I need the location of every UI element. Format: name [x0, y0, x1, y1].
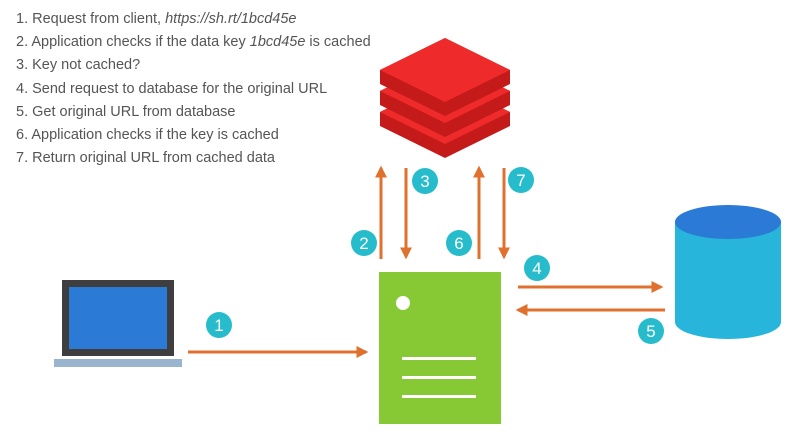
step-text: Application checks if the data key: [31, 34, 250, 51]
database-icon: [675, 205, 781, 339]
step-text: Return original URL from cached data: [32, 150, 275, 167]
step-text: Application checks if the key is cached: [31, 126, 279, 143]
cache-layer-top: [380, 38, 510, 116]
database-top: [675, 205, 781, 239]
badge-2: 2: [351, 230, 377, 256]
step-text: Key not cached?: [32, 57, 141, 74]
badge-6: 6: [446, 230, 472, 256]
badge-label: 7: [516, 171, 525, 190]
step-text: Request from client,: [32, 11, 166, 27]
step-url: https://sh.rt/1bcd45e: [165, 11, 297, 27]
flow-arrows: [188, 165, 665, 358]
badge-label: 5: [646, 322, 655, 341]
badge-4: 4: [524, 255, 550, 281]
step-number: 6.: [16, 126, 29, 143]
laptop-base: [54, 359, 182, 367]
step-2: 2. Application checks if the data key 1b…: [16, 31, 371, 54]
step-7: 7. Return original URL from cached data: [16, 147, 371, 170]
step-number: 4.: [16, 80, 29, 97]
step-number: 5.: [16, 103, 29, 120]
badge-1: 1: [206, 312, 232, 338]
badge-label: 3: [420, 172, 429, 191]
step-number: 2.: [16, 34, 29, 51]
badge-label: 6: [454, 234, 463, 253]
laptop-icon: [54, 280, 182, 367]
steps-list: 1. Request from client, https://sh.rt/1b…: [16, 8, 371, 170]
badge-5: 5: [638, 318, 664, 344]
step-3: 3. Key not cached?: [16, 54, 371, 77]
step-number: 7.: [16, 150, 29, 167]
step-number: 1.: [16, 11, 29, 27]
server-line: [402, 376, 476, 379]
step-key: 1bcd45e: [249, 34, 306, 51]
server-line: [402, 395, 476, 398]
server-line: [402, 357, 476, 360]
server-body: [379, 272, 501, 424]
badge-label: 4: [532, 259, 541, 278]
badge-label: 2: [359, 234, 368, 253]
laptop-screen: [69, 287, 167, 349]
badge-3: 3: [412, 168, 438, 194]
badge-label: 1: [214, 316, 223, 335]
server-icon: [379, 272, 501, 424]
server-light: [396, 296, 410, 310]
step-4: 4. Send request to database for the orig…: [16, 78, 371, 101]
redis-cache-icon: [380, 38, 510, 158]
step-1: 1. Request from client, https://sh.rt/1b…: [16, 8, 371, 31]
step-text: Get original URL from database: [32, 103, 236, 120]
step-text-tail: is cached: [305, 34, 371, 51]
step-5: 5. Get original URL from database: [16, 101, 371, 124]
step-number: 3.: [16, 57, 29, 74]
database-body: [675, 222, 781, 339]
badge-7: 7: [508, 167, 534, 193]
step-6: 6. Application checks if the key is cach…: [16, 124, 371, 147]
step-text: Send request to database for the origina…: [32, 80, 328, 97]
